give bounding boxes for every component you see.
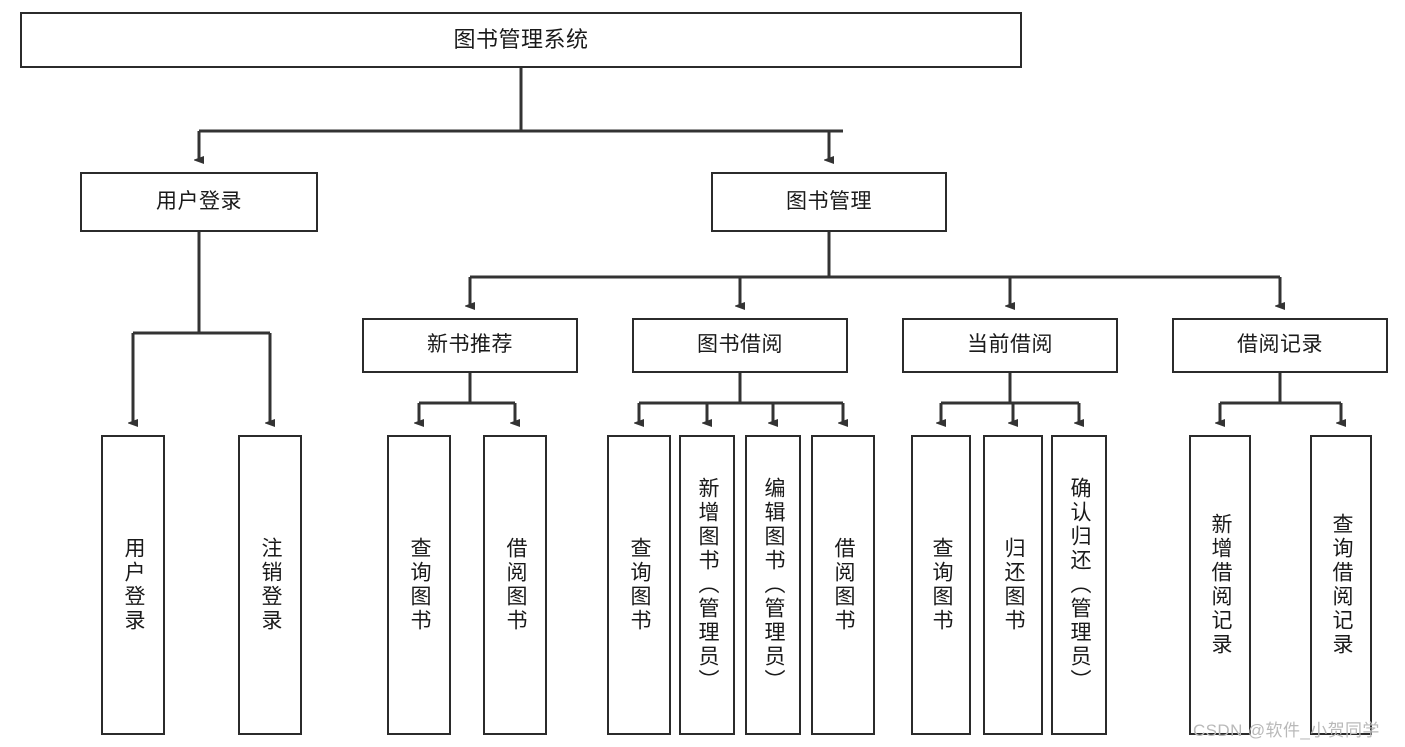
node-book-borrow-label: 图书借阅 [697, 333, 783, 357]
node-leaf-user-login[interactable]: 用户登录 [101, 435, 165, 735]
node-new-book-rec-label: 新书推荐 [427, 333, 513, 357]
node-leaf-query-book-1-label: 查询图书 [408, 537, 432, 633]
node-leaf-edit-book-label: 编辑图书（管理员） [762, 477, 786, 693]
node-new-book-rec[interactable]: 新书推荐 [362, 318, 578, 373]
node-leaf-query-book-3-label: 查询图书 [930, 537, 954, 633]
node-book-manage-label: 图书管理 [786, 189, 872, 213]
node-leaf-query-book-2-label: 查询图书 [628, 537, 652, 633]
node-book-borrow[interactable]: 图书借阅 [632, 318, 848, 373]
node-leaf-add-book[interactable]: 新增图书（管理员） [679, 435, 735, 735]
node-leaf-user-logout-label: 注销登录 [259, 537, 283, 633]
node-leaf-query-book-1[interactable]: 查询图书 [387, 435, 451, 735]
node-leaf-confirm-return-label: 确认归还（管理员） [1068, 477, 1092, 693]
node-leaf-borrow-book-1[interactable]: 借阅图书 [483, 435, 547, 735]
node-leaf-query-book-2[interactable]: 查询图书 [607, 435, 671, 735]
node-leaf-query-record[interactable]: 查询借阅记录 [1310, 435, 1372, 735]
node-leaf-add-record-label: 新增借阅记录 [1209, 513, 1233, 657]
node-root-system[interactable]: 图书管理系统 [20, 12, 1022, 68]
node-borrow-record-label: 借阅记录 [1237, 333, 1323, 357]
node-leaf-return-book-label: 归还图书 [1002, 537, 1026, 633]
node-leaf-confirm-return[interactable]: 确认归还（管理员） [1051, 435, 1107, 735]
node-leaf-borrow-book-2[interactable]: 借阅图书 [811, 435, 875, 735]
node-leaf-query-book-3[interactable]: 查询图书 [911, 435, 971, 735]
node-user-login[interactable]: 用户登录 [80, 172, 318, 232]
node-book-manage[interactable]: 图书管理 [711, 172, 947, 232]
node-leaf-user-login-label: 用户登录 [122, 537, 146, 633]
node-leaf-borrow-book-1-label: 借阅图书 [504, 537, 528, 633]
node-leaf-add-record[interactable]: 新增借阅记录 [1189, 435, 1251, 735]
csdn-watermark: CSDN @软件_小贺同学 [1193, 721, 1380, 740]
node-leaf-user-logout[interactable]: 注销登录 [238, 435, 302, 735]
node-leaf-return-book[interactable]: 归还图书 [983, 435, 1043, 735]
node-leaf-edit-book[interactable]: 编辑图书（管理员） [745, 435, 801, 735]
node-current-borrow[interactable]: 当前借阅 [902, 318, 1118, 373]
node-root-system-label: 图书管理系统 [453, 27, 589, 53]
node-current-borrow-label: 当前借阅 [967, 333, 1053, 357]
node-user-login-label: 用户登录 [156, 189, 242, 213]
node-borrow-record[interactable]: 借阅记录 [1172, 318, 1388, 373]
node-leaf-query-record-label: 查询借阅记录 [1330, 513, 1354, 657]
node-leaf-borrow-book-2-label: 借阅图书 [832, 537, 856, 633]
node-leaf-add-book-label: 新增图书（管理员） [696, 477, 720, 693]
